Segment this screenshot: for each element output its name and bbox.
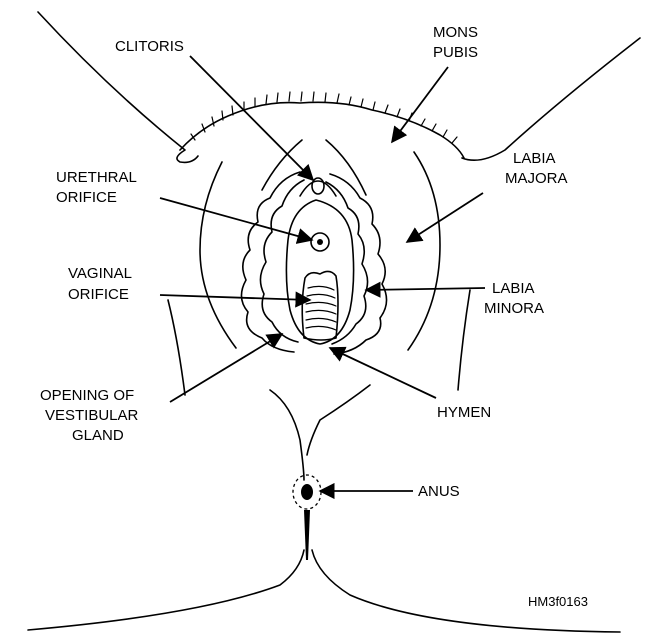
labia-minora-left-outer <box>241 172 300 352</box>
labia-majora-label-line2: MAJORA <box>505 170 568 187</box>
labia-minora-right-outer <box>330 174 387 354</box>
labels: CLITORIS MONS PUBIS LABIA MAJORA URETHRA… <box>40 24 588 609</box>
urethral-orifice-label-line2: ORIFICE <box>56 189 117 206</box>
right-thigh-line <box>462 38 640 160</box>
anatomy-illustration <box>28 12 640 632</box>
anus-shape <box>301 484 313 500</box>
labia-majora-right-inner <box>326 140 366 195</box>
vestibular-gland-label-line2: VESTIBULAR <box>45 407 139 424</box>
labia-majora-right <box>408 152 440 350</box>
vaginal-orifice-label-line2: ORIFICE <box>68 286 129 303</box>
hymen-pointer <box>330 348 436 398</box>
mons-pubis-label-line1: MONS <box>433 24 478 41</box>
right-inner-thigh <box>458 290 470 390</box>
vestibular-gland-pointer <box>170 334 282 402</box>
clitoris-pointer <box>190 56 313 180</box>
clitoris-label: CLITORIS <box>115 38 184 55</box>
urethral-orifice-dot <box>317 239 323 245</box>
perineum-left <box>270 390 304 480</box>
hair-strokes <box>191 92 457 143</box>
labia-majora-pointer <box>407 193 483 242</box>
labia-minora-left-mid <box>260 180 304 342</box>
hymen-label: HYMEN <box>437 404 491 421</box>
vestibular-gland-label-line1: OPENING OF <box>40 387 134 404</box>
mons-pubis-outline <box>180 102 464 158</box>
vaginal-orifice-shape <box>302 271 338 340</box>
labia-majora-label-line1: LABIA <box>513 150 556 167</box>
gluteal-cleft <box>304 510 310 560</box>
vestibule-outline <box>286 200 353 344</box>
labia-minora-label-line1: LABIA <box>492 280 535 297</box>
vestibular-gland-label-line3: GLAND <box>72 427 124 444</box>
figure-id-label: HM3f0163 <box>528 594 588 609</box>
labia-minora-label-line2: MINORA <box>484 300 544 317</box>
left-inner-thigh <box>168 300 185 395</box>
vaginal-orifice-label-line1: VAGINAL <box>68 265 132 282</box>
mons-pubis-label-line2: PUBIS <box>433 44 478 61</box>
vaginal-rugae <box>306 286 336 330</box>
anus-label: ANUS <box>418 483 460 500</box>
right-buttock-line <box>312 550 620 632</box>
mons-pubis-pointer <box>392 67 448 142</box>
left-thigh-line <box>38 12 198 162</box>
labia-majora-left <box>200 162 236 348</box>
perineum-right <box>307 385 370 455</box>
urethral-orifice-label-line1: URETHRAL <box>56 169 137 186</box>
left-buttock-line <box>28 550 304 630</box>
urethral-orifice-pointer <box>160 198 312 240</box>
